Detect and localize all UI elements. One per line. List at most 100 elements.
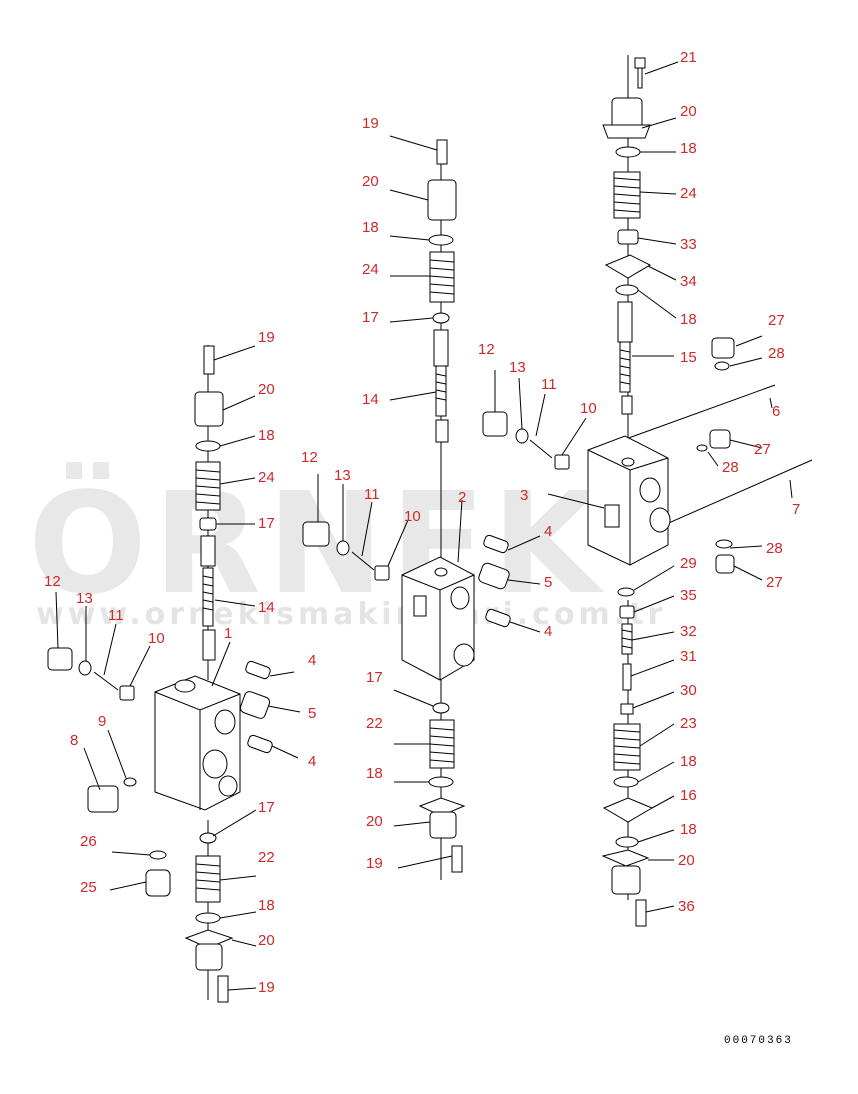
section-body-3-part [587, 435, 671, 566]
leader-lines [55, 61, 793, 991]
seat-17b-left-part [199, 832, 217, 844]
gasket-5-mid-part [478, 562, 510, 590]
callout-30: 30 [680, 682, 697, 699]
callout-17: 17 [366, 669, 383, 686]
section-body-1-part [154, 675, 241, 811]
gasket-4b-mid-part [485, 608, 511, 628]
oring-18-left-part [195, 440, 221, 452]
callout-28: 28 [766, 540, 783, 557]
seat-17-mid-part [432, 312, 450, 324]
callout-24: 24 [258, 469, 275, 486]
callout-19: 19 [362, 115, 379, 132]
left-assembly [47, 345, 390, 1003]
callout-4: 4 [544, 623, 552, 640]
callout-10: 10 [404, 508, 421, 525]
right-assembly [587, 55, 813, 927]
oring-13-mid-part [515, 428, 529, 444]
callout-18: 18 [366, 765, 383, 782]
piston-35-part [619, 605, 635, 619]
callout-19: 19 [258, 329, 275, 346]
oring-18b-part [615, 284, 639, 296]
callout-15: 15 [680, 349, 697, 366]
bolt-36-part [635, 899, 647, 927]
gasket-4b-left-part [247, 734, 273, 754]
cap-20-left-part [194, 391, 224, 427]
cover-16-part [602, 797, 654, 823]
callout-11: 11 [364, 486, 380, 503]
oring-18d-part [615, 836, 639, 848]
plug-27b-part [709, 429, 731, 449]
callout-19: 19 [258, 979, 275, 996]
callout-31: 31 [680, 648, 697, 665]
callout-26: 26 [80, 833, 97, 850]
spring-24-part [613, 171, 641, 219]
callout-8: 8 [70, 732, 78, 749]
oring-26-part [149, 850, 167, 860]
poppet-10-far-part [119, 685, 135, 701]
callout-10: 10 [148, 630, 165, 647]
spring-11-left-part [351, 551, 375, 571]
callout-12: 12 [478, 341, 495, 358]
seat-17b-mid-part [432, 702, 450, 714]
plug-27c-part [715, 554, 735, 574]
spring-22-left-part [195, 855, 221, 903]
spring-24-mid-part [429, 251, 455, 303]
plug-8-part [87, 785, 119, 813]
bolt-19-left-part [203, 345, 215, 375]
plug-25-part [145, 869, 171, 897]
cap-20b-mid-part [429, 811, 457, 839]
callout-35: 35 [680, 587, 697, 604]
poppet-10-mid-part [554, 454, 570, 470]
callout-20: 20 [678, 852, 695, 869]
retainer-33-part [617, 229, 639, 245]
callout-14: 14 [258, 599, 275, 616]
callout-4: 4 [308, 753, 316, 770]
callout-23: 23 [680, 715, 697, 732]
bolt-21-shank [637, 67, 643, 89]
callout-36: 36 [678, 898, 695, 915]
callout-22: 22 [258, 849, 275, 866]
cap-20b-part [611, 865, 641, 895]
callout-27: 27 [766, 574, 783, 591]
oring-18-part [615, 146, 641, 158]
watermark-url: www.ornekismakinalari.com.tr [36, 597, 666, 632]
bolt-19b-mid-part [451, 845, 463, 873]
relief-plug-12-mid-part [482, 411, 508, 437]
callout-6: 6 [772, 403, 780, 420]
callout-28: 28 [768, 345, 785, 362]
callout-labels: 21 20 18 24 33 34 18 27 28 15 6 27 28 7 … [44, 49, 800, 996]
callout-14: 14 [362, 391, 379, 408]
callout-11: 11 [108, 607, 124, 624]
callout-33: 33 [680, 236, 697, 253]
drawing-code: 00070363 [724, 1035, 793, 1047]
callout-9: 9 [98, 713, 106, 730]
callout-17: 17 [362, 309, 379, 326]
callout-18: 18 [680, 821, 697, 838]
callout-29: 29 [680, 555, 697, 572]
oring-9-part [123, 777, 137, 787]
oring-29-part [617, 587, 635, 597]
callout-13: 13 [509, 359, 526, 376]
callout-24: 24 [680, 185, 697, 202]
callout-20: 20 [258, 932, 275, 949]
callout-3: 3 [520, 487, 528, 504]
callout-4: 4 [308, 652, 316, 669]
pin-31-part [622, 663, 632, 691]
callout-5: 5 [544, 574, 552, 591]
bolt-21-part [634, 57, 646, 69]
callout-10: 10 [580, 400, 597, 417]
spool-15-part [617, 301, 633, 415]
bolt-19-part [436, 139, 448, 165]
callout-27: 27 [768, 312, 785, 329]
callout-22: 22 [366, 715, 383, 732]
callout-17: 17 [258, 515, 275, 532]
callout-18: 18 [362, 219, 379, 236]
callout-18: 18 [258, 427, 275, 444]
seat-17-left-part [199, 517, 217, 531]
callout-12: 12 [44, 573, 61, 590]
spool-14-mid-part [433, 329, 449, 443]
callout-34: 34 [680, 273, 697, 290]
callout-20: 20 [680, 103, 697, 120]
callout-4: 4 [544, 523, 552, 540]
